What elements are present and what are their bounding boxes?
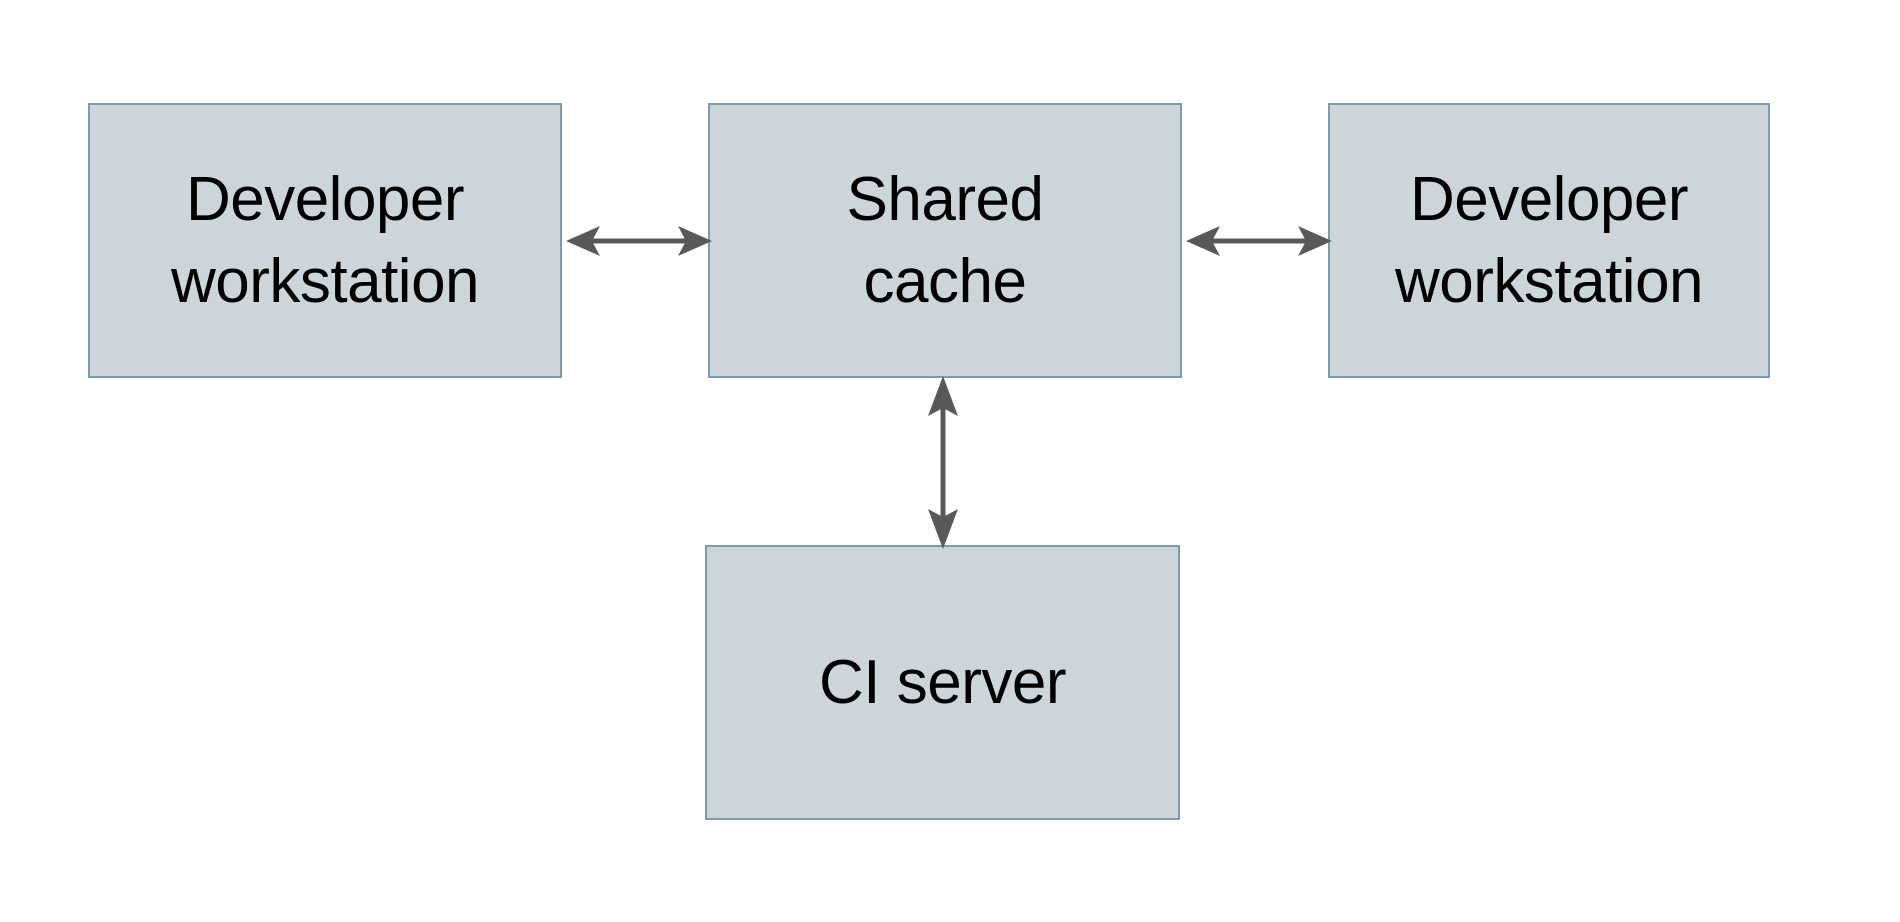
- node-label: Shared cache: [846, 164, 1044, 316]
- double-arrow-icon: [928, 376, 958, 549]
- node-developer-workstation-right[interactable]: Developer workstation: [1328, 103, 1770, 378]
- node-developer-workstation-left[interactable]: Developer workstation: [88, 103, 562, 378]
- edge-shared-cache-to-dev-right: [1186, 213, 1332, 269]
- edge-shared-cache-to-ci-server: [915, 376, 971, 549]
- double-arrow-icon: [566, 226, 712, 256]
- node-label: Developer workstation: [170, 164, 480, 316]
- node-label: CI server: [819, 647, 1066, 717]
- node-label: Developer workstation: [1394, 164, 1704, 316]
- edge-dev-left-to-shared-cache: [566, 213, 712, 269]
- node-ci-server[interactable]: CI server: [705, 545, 1180, 820]
- node-shared-cache[interactable]: Shared cache: [708, 103, 1182, 378]
- double-arrow-icon: [1186, 226, 1332, 256]
